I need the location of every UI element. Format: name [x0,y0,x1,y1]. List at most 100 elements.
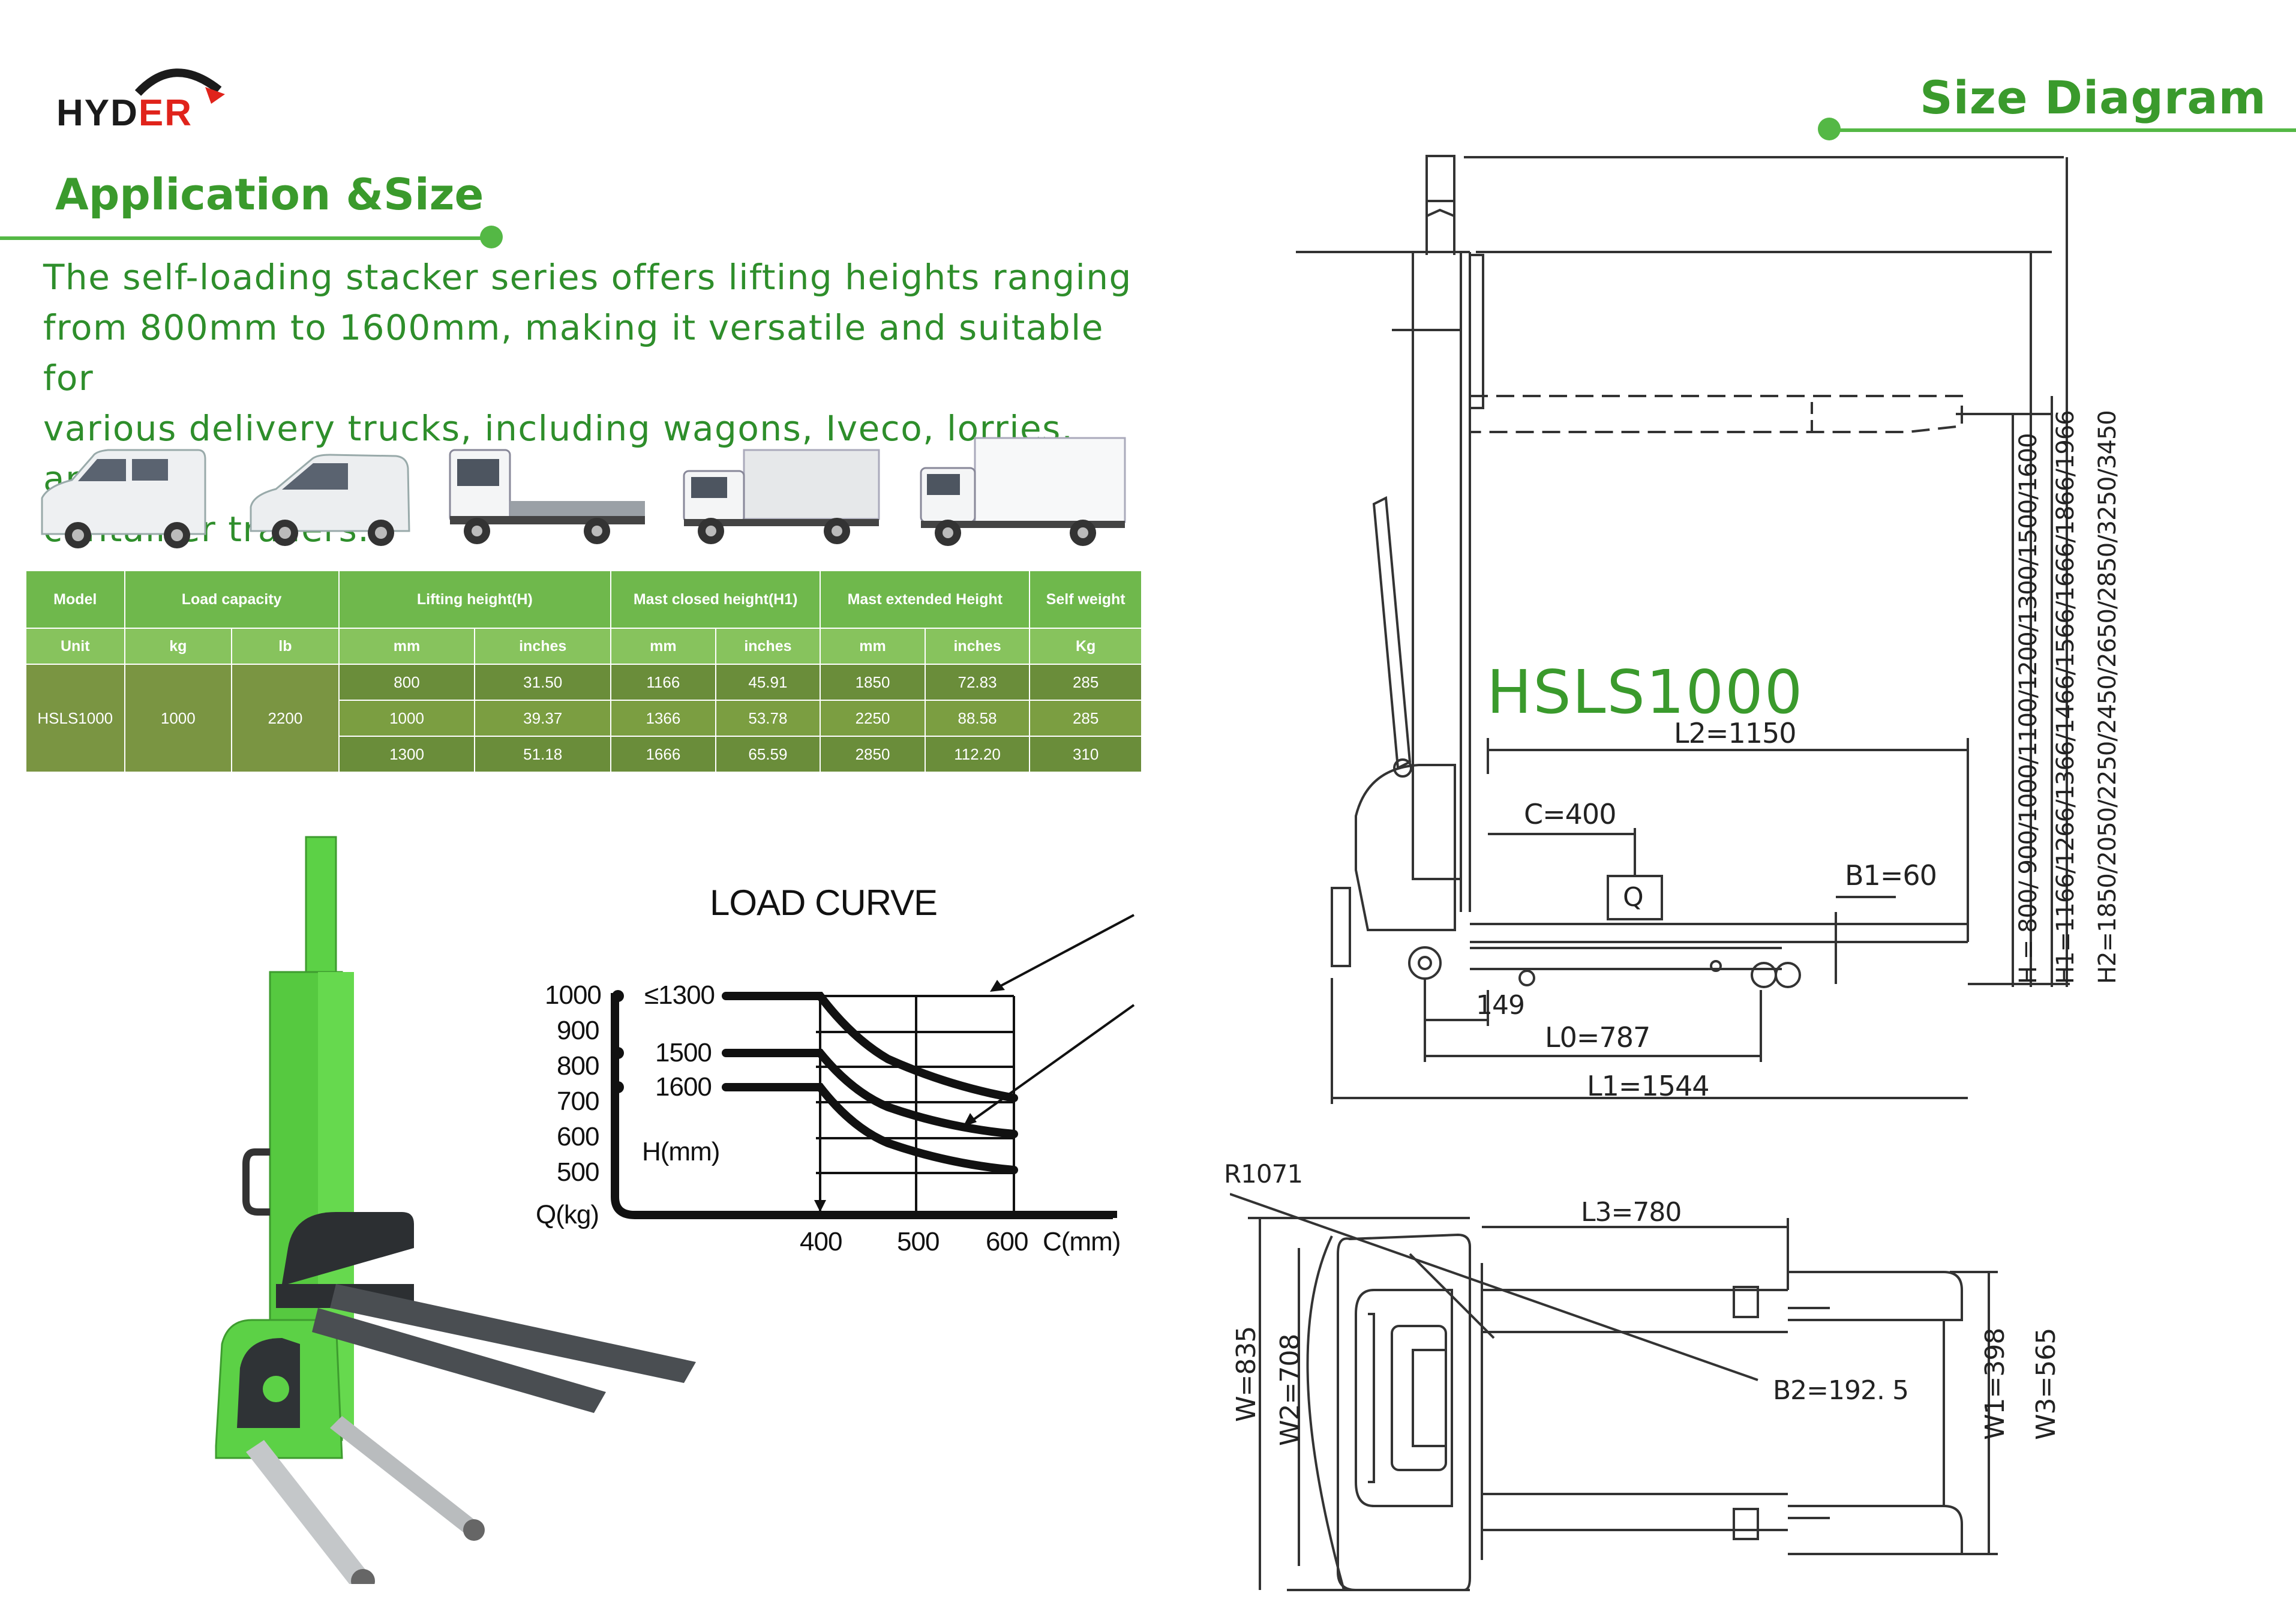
closed-mm-cell: 1166 [610,664,716,701]
lift-in-cell: 51.18 [474,736,612,773]
y-tick: 800 [557,1051,599,1081]
unit-closed-in: inches [715,628,821,665]
header-model: Model [25,570,125,629]
x-tick: 600 [986,1227,1028,1256]
dim-h2: H2=1850/2050/2250/2450/2650/2850/3250/34… [2094,410,2121,984]
lift-mm-cell: 1000 [338,700,476,737]
intro-line: The self-loading stacker series offers l… [43,257,1132,298]
top-view-drawing [1230,1193,1998,1591]
closed-in-cell: 65.59 [715,736,821,773]
box-truck-icon [920,437,1126,546]
capacity-kg-cell: 1000 [124,664,233,773]
closed-mm-cell: 1666 [610,736,716,773]
size-diagram-rule [1824,128,2296,132]
dim-w: W=835 [1231,1326,1262,1422]
pointer-line [992,914,1135,991]
model-cell: HSLS1000 [25,664,125,773]
unit-lift-mm: mm [338,628,476,665]
ext-in-cell: 88.58 [924,700,1031,737]
weight-cell: 285 [1029,700,1142,737]
table-row: 1300 51.18 1666 65.59 2850 112.20 310 [26,736,1142,773]
logo-wordmark: HYDER [56,92,193,134]
closed-mm-cell: 1366 [610,700,716,737]
model-label: HSLS1000 [1487,657,1804,727]
weight-cell: 285 [1029,664,1142,701]
c400-arrowhead [814,1200,826,1212]
weight-cell: 310 [1029,736,1142,773]
y-tick: 1000 [545,980,602,1010]
van-icon [41,449,206,548]
ext-mm-cell: 1850 [820,664,926,701]
load-curve-title: LOAD CURVE [710,883,938,923]
dim-w2: W2=708 [1275,1334,1305,1446]
y-axis-unit: Q(kg) [536,1200,599,1229]
application-title-rule [0,236,492,240]
brand-logo: HYDER [54,57,252,141]
lift-mm-cell: 1300 [338,736,476,773]
unit-lb: lb [231,628,340,665]
stacker-product-image [215,836,696,1584]
closed-in-cell: 45.91 [715,664,821,701]
header-mast-closed: Mast closed height(H1) [610,570,821,629]
dim-w3: W3=565 [2031,1328,2061,1440]
header-load-capacity: Load capacity [124,570,340,629]
intro-line: various delivery trucks, including wagon… [43,408,1073,499]
size-diagram-title: Size Diagram [1920,71,2267,124]
load-curve-series [722,992,1018,1174]
side-view-drawing [1296,155,2070,1104]
ext-mm-cell: 2250 [820,700,926,737]
pointer-line [965,1004,1135,1126]
dim-b1: B1=60 [1845,859,1937,892]
dim-r: R1071 [1224,1159,1303,1189]
table-row: 1000 39.37 1366 53.78 2250 88.58 285 [26,700,1142,737]
dim-l2: L2=1150 [1674,717,1797,749]
series-label: 1600 [655,1072,712,1102]
header-mast-extended: Mast extended Height [820,570,1031,629]
lift-mm-cell: 800 [338,664,476,701]
lift-in-cell: 31.50 [474,664,612,701]
size-diagram-dot [1818,118,1841,140]
x-axis-unit: C(mm) [1043,1227,1121,1256]
dim-w1: W1=398 [1980,1328,2010,1440]
application-title-dot [480,226,503,248]
lift-in-cell: 39.37 [474,700,612,737]
ext-in-cell: 112.20 [924,736,1031,773]
dim-149: 149 [1476,990,1525,1021]
unit-lift-in: inches [474,628,612,665]
load-curve-axes [611,993,1117,1219]
unit-closed-mm: mm [610,628,716,665]
dim-l0: L0=787 [1545,1021,1650,1054]
table-row: HSLS1000 1000 2200 800 31.50 1166 45.91 … [25,664,1142,773]
dim-h: H = 800/ 900/1000/1100/1200/1300/1500/16… [2015,433,2042,984]
unit-label: Unit [25,628,125,665]
unit-ext-mm: mm [820,628,926,665]
y-tick: 500 [557,1157,599,1187]
y-tick: 600 [557,1122,599,1151]
x-tick: 500 [897,1227,940,1256]
logo-swoosh-icon [134,68,225,104]
dim-c: C=400 [1524,798,1616,830]
load-curve-chart [611,914,1135,1219]
dim-l3: L3=780 [1581,1197,1682,1228]
application-title: Application &Size [55,169,484,220]
spec-table: Model Load capacity Lifting height(H) Ma… [25,570,1142,773]
series-label: 1500 [655,1038,712,1068]
ext-mm-cell: 2850 [820,736,926,773]
unit-ext-in: inches [924,628,1031,665]
canvas-truck-icon [683,449,880,544]
dim-l1: L1=1544 [1587,1070,1710,1102]
capacity-lb-cell: 2200 [231,664,340,773]
dim-b2: B2=192. 5 [1773,1375,1909,1406]
y-tick: 700 [557,1087,599,1116]
table-units-row: Unit kg lb mm inches mm inches mm inches… [25,628,1142,665]
h-label: H(mm) [642,1137,720,1166]
series-label: ≤1300 [644,980,715,1010]
dim-h1: H1=1166/1266/1366/1466/1566/1666/1866/19… [2052,410,2079,984]
y-tick: 900 [557,1016,599,1045]
header-self-weight: Self weight [1029,570,1142,629]
table-header-row: Model Load capacity Lifting height(H) Ma… [25,570,1142,629]
minivan-icon [250,454,410,546]
ext-in-cell: 72.83 [924,664,1031,701]
unit-weight: Kg [1029,628,1142,665]
header-lifting-height: Lifting height(H) [338,570,612,629]
